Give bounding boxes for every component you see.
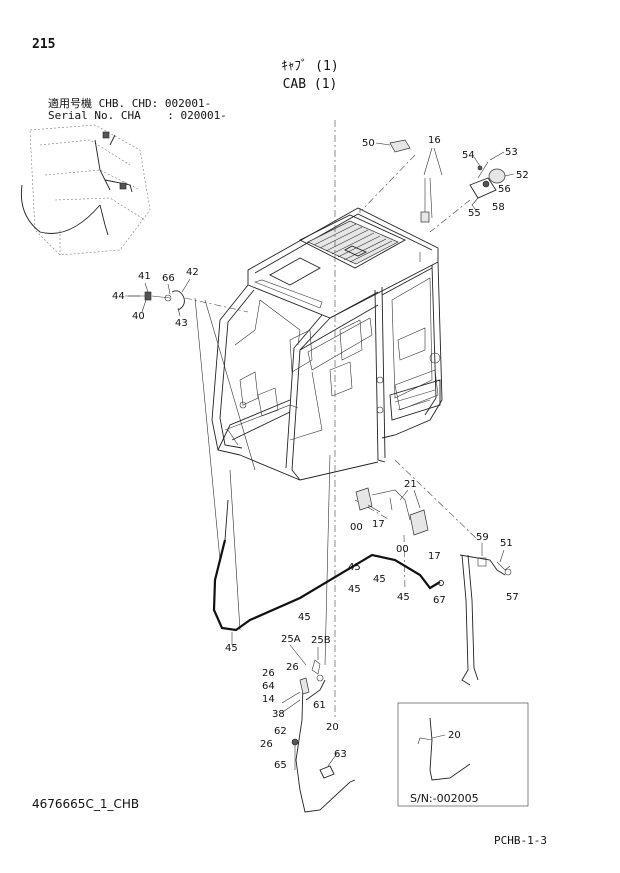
cab-frame [211,261,443,481]
parts-left [125,290,185,311]
title-japanese: ｷｬﾌﾞ (1) [281,59,339,74]
callout-53: 53 [505,147,518,158]
harness-right [459,554,512,686]
callout-56: 56 [498,184,511,195]
drawing-number: 4676665C_1_CHB [32,797,140,811]
callout-17-b: 17 [428,551,441,562]
title-english: CAB (1) [282,77,338,92]
inset-serial-label: S/N:-002005 [410,792,479,805]
callout-45-d: 45 [397,592,410,603]
callout-57: 57 [506,592,519,603]
inset-box [397,702,529,807]
callout-66: 66 [162,273,175,284]
serial-line-2: Serial No. CHA : 020001- [48,109,227,122]
callout-51: 51 [500,538,513,549]
callout-25B: 25B [311,635,331,646]
callout-58: 58 [492,202,505,213]
callout-50: 50 [362,138,375,149]
callout-14: 14 [262,694,275,705]
callout-21: 21 [404,479,417,490]
callout-26-a: 26 [286,662,299,673]
callout-26-b: 26 [262,668,275,679]
speakers [355,487,429,536]
callout-45-f: 45 [225,643,238,654]
parts-top-right [389,139,506,223]
callout-52: 52 [516,170,529,181]
cab-roof [247,207,439,319]
callout-20-a: 20 [326,722,339,733]
callout-42: 42 [186,267,199,278]
callout-45-e: 45 [298,612,311,623]
callout-26-c: 26 [260,739,273,750]
callout-63: 63 [334,749,347,760]
ghost-machine-outline [20,124,151,256]
callout-65: 65 [274,760,287,771]
callout-59: 59 [476,532,489,543]
callout-16: 16 [428,135,441,146]
callout-62: 62 [274,726,287,737]
callout-17-a: 17 [372,519,385,530]
harness-20 [291,659,356,813]
callout-25A: 25A [281,634,301,645]
callout-00-b: 00 [396,544,409,555]
callout-40: 40 [132,311,145,322]
callout-45-a: 45 [348,562,361,573]
page-number: 215 [32,37,56,52]
serial-line-1: 適用号機 CHB. CHD: 002001- [48,97,212,110]
callout-54: 54 [462,150,475,161]
callout-leaders [128,142,515,767]
callout-43: 43 [175,318,188,329]
callout-61: 61 [313,700,326,711]
callout-67: 67 [433,595,446,606]
callout-55: 55 [468,208,481,219]
leader-lines [184,120,479,720]
callout-64: 64 [262,681,275,692]
callout-00-a: 00 [350,522,363,533]
callout-45-b: 45 [373,574,386,585]
callout-38: 38 [272,709,285,720]
callout-45-c: 45 [348,584,361,595]
callout-41: 41 [138,271,151,282]
callout-20-inset: 20 [448,730,461,741]
page-code: PCHB-1-3 [494,834,547,847]
harness-45 [212,499,444,645]
callout-44: 44 [112,291,125,302]
